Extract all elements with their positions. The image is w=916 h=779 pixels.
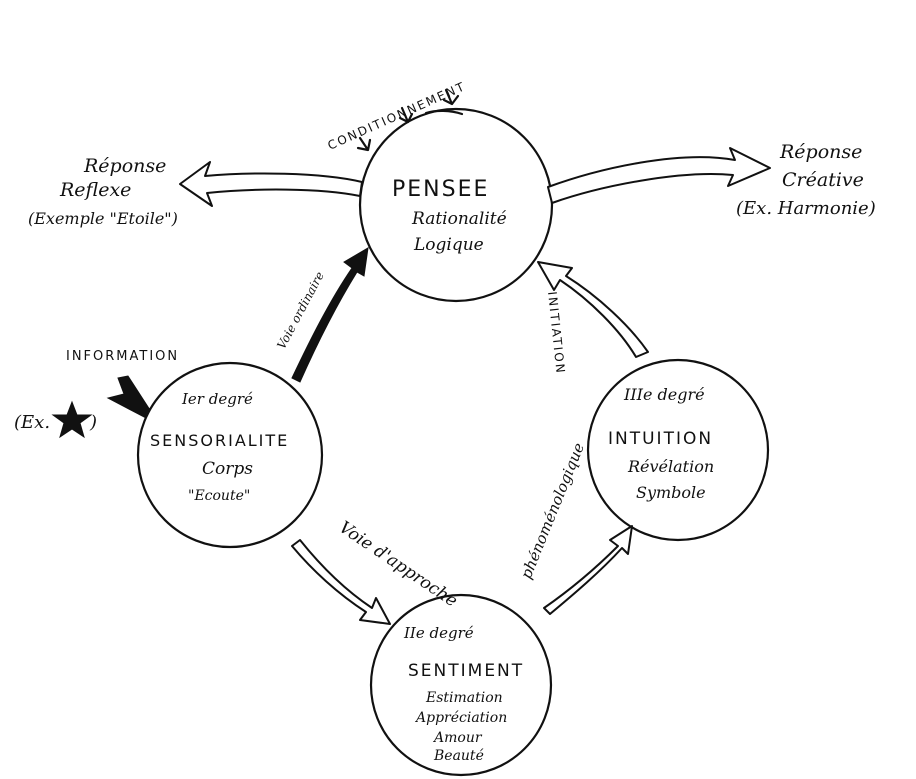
reflexe-line-3: (Exemple "Etoile")	[28, 209, 178, 228]
intuition-circle	[586, 358, 770, 542]
intuition-title: INTUITION	[608, 429, 713, 449]
reflexe-arrow	[179, 161, 363, 207]
initiation-label: INITIATION	[545, 291, 568, 376]
conditionnement-label: CONDITIONNEMENT	[326, 79, 468, 153]
sensorialite-title: SENSORIALITE	[150, 431, 289, 450]
conditionnement-arrow-mid	[398, 106, 414, 124]
reflexe-line-1: Réponse	[83, 155, 166, 177]
sensorialite-degree: Ier degré	[181, 390, 253, 408]
initiation-arrow	[537, 261, 649, 358]
phenomenologique-label: phénoménologique	[517, 440, 588, 581]
sentiment-line-2: Appréciation	[414, 710, 507, 726]
sensorialite-line-2: "Ecoute"	[188, 488, 250, 504]
sentiment-line-3: Amour	[432, 730, 483, 746]
intuition-line-2: Symbole	[636, 483, 706, 502]
conditionnement-arrow-right	[442, 88, 460, 106]
information-label: INFORMATION	[66, 349, 179, 364]
creative-line-2: Créative	[782, 169, 864, 191]
pensee-circle	[358, 107, 554, 303]
intuition-line-1: Révélation	[627, 457, 714, 476]
sentiment-line-1: Estimation	[425, 690, 503, 706]
creative-arrow	[547, 147, 771, 204]
star-icon	[51, 400, 93, 439]
voie-ordinaire-arrow	[291, 247, 369, 383]
conditionnement-mark	[424, 109, 464, 116]
conditionnement-arrow-left	[356, 136, 372, 152]
sentiment-intuition-arrow	[543, 525, 633, 615]
pensee-title: PENSEE	[392, 177, 489, 202]
pensee-line-1: Rationalité	[411, 209, 507, 229]
sensorialite-line-1: Corps	[202, 459, 253, 479]
example-prefix: (Ex.	[14, 412, 50, 433]
information-arrow	[106, 375, 151, 419]
sensorialite-circle	[136, 361, 324, 549]
pensee-line-2: Logique	[413, 235, 484, 255]
voie-approche-arrow	[291, 539, 391, 625]
sentiment-line-4: Beauté	[433, 748, 484, 764]
sentiment-degree: IIe degré	[403, 624, 474, 642]
reflexe-line-2: Reflexe	[59, 179, 131, 201]
creative-line-3: (Ex. Harmonie)	[736, 198, 876, 219]
intuition-degree: IIIe degré	[623, 385, 705, 404]
sentiment-circle	[369, 593, 553, 777]
example-suffix: )	[89, 412, 97, 433]
creative-line-1: Réponse	[779, 141, 862, 163]
sentiment-title: SENTIMENT	[408, 661, 524, 681]
